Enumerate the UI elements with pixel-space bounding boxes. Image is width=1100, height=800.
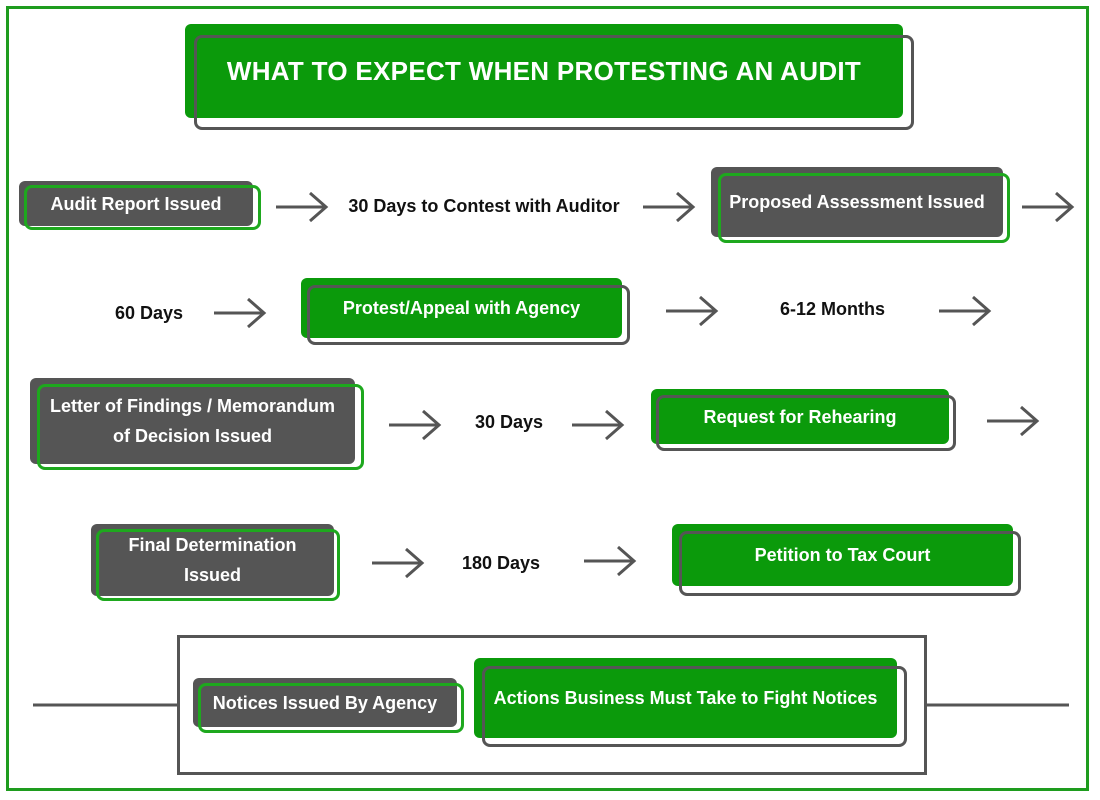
arrow-icon [1022,191,1075,223]
arrow-icon [939,295,992,327]
step-request-rehearing: Request for Rehearing [651,389,949,444]
legend-actions-swatch: Actions Business Must Take to Fight Noti… [474,658,897,738]
final-determination-line2: Issued [183,565,242,585]
request-rehearing-outline [656,395,956,451]
arrow-icon [584,545,637,577]
letter-of-findings-line2: of Decision Issued [112,426,273,446]
legend-notices-swatch: Notices Issued By Agency [193,678,457,727]
arrow-icon [372,547,425,579]
step-audit-report: Audit Report Issued [19,181,253,226]
label-one-eighty-days: 180 Days [461,552,541,573]
label-thirty-days: 30 Days [474,411,544,432]
label-contest-window: 30 Days to Contest with Auditor [348,195,620,216]
step-proposed-assessment: Proposed Assessment Issued [711,167,1003,237]
proposed-assessment-outline [718,173,1010,243]
page-title: WHAT TO EXPECT WHEN PROTESTING AN AUDIT [185,24,903,118]
arrow-icon [572,409,625,441]
protest-appeal-outline [307,285,630,345]
final-determination-line1: Final Determination [128,535,297,555]
letter-of-findings-outline [37,384,364,470]
arrow-icon [276,191,329,223]
step-protest-appeal: Protest/Appeal with Agency [301,278,622,338]
step-petition-tax-court: Petition to Tax Court [672,524,1013,586]
label-six-twelve-months: 6-12 Months [779,298,885,319]
arrow-icon [389,409,442,441]
arrow-icon [643,191,696,223]
petition-tax-court-outline [679,531,1021,596]
letter-of-findings-line1: Letter of Findings / Memorandum [49,396,335,416]
title-outline [194,35,914,130]
arrow-icon [666,295,719,327]
legend-divider-right [925,703,1069,707]
step-final-determination: Final Determination Issued [91,524,334,596]
label-sixty-days: 60 Days [114,302,184,323]
legend-actions-outline [482,666,907,747]
arrow-icon [214,297,267,329]
legend-notices-outline [198,683,464,733]
outer-frame [6,6,1089,791]
audit-report-outline [24,185,261,230]
legend-divider-left [33,703,179,707]
legend-frame [177,635,927,775]
step-letter-of-findings: Letter of Findings / Memorandum of Decis… [30,378,355,464]
final-determination-outline [96,529,340,601]
arrow-icon [987,405,1040,437]
